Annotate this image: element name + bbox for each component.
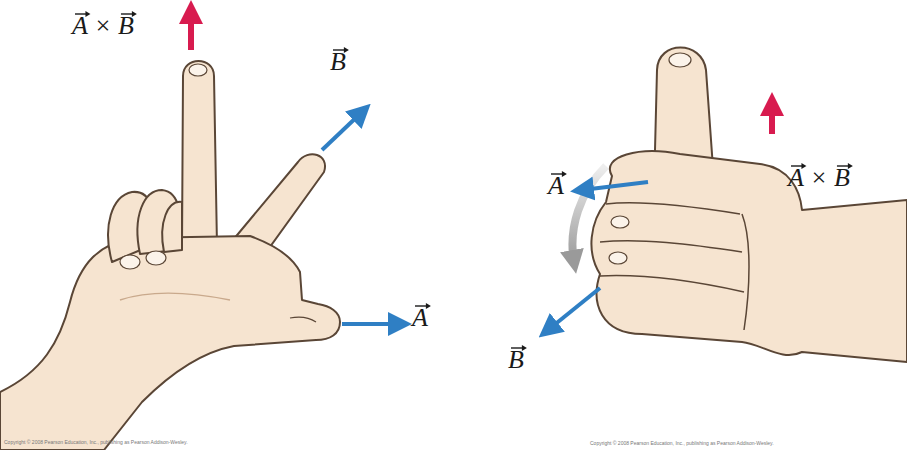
cross-product-arrow	[769, 104, 775, 134]
right-hand-fist	[591, 48, 907, 363]
copyright-note: Copyright © 2008 Pearson Education, Inc.…	[4, 440, 188, 445]
copyright-note: Copyright © 2008 Pearson Education, Inc.…	[590, 441, 774, 446]
vector-label: B	[330, 44, 346, 79]
vector-a-arrow	[342, 322, 400, 326]
vector-label: A	[412, 300, 428, 335]
cross-product-arrow	[188, 12, 194, 50]
vector-label: B	[508, 342, 524, 377]
rotation-arrow	[572, 166, 606, 262]
vector-b-arrow	[548, 288, 600, 330]
cross-product-label: A × B	[788, 160, 850, 195]
vector-a-arrow	[582, 182, 648, 190]
vector-b-arrow	[322, 112, 362, 150]
left-hand	[0, 61, 340, 450]
vector-label: A	[548, 168, 564, 203]
cross-product-label: A × B	[72, 8, 134, 43]
